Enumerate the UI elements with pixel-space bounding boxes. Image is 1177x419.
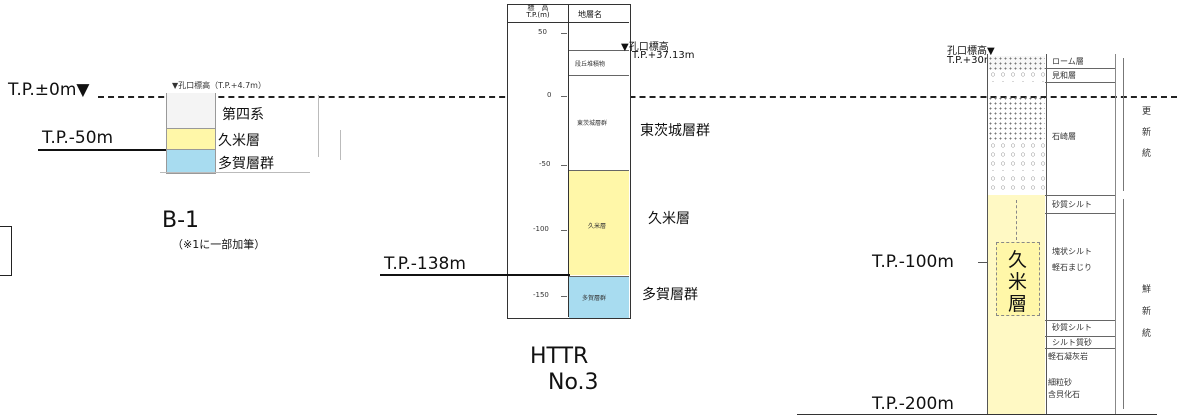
col3-kume-char-2: 米 (1008, 271, 1028, 293)
col3-layer-loam: ローム層 (1052, 57, 1084, 66)
col3-level-200: T.P.-200m (872, 394, 954, 414)
col3-epoch-2: 新 (1142, 128, 1152, 138)
b1-kume-layer (166, 128, 216, 150)
col3-boundary (1045, 195, 1115, 196)
col3-pleistocene-arrow (1123, 58, 1124, 191)
col3-boundary (1045, 213, 1115, 214)
b1-layer-taga: 多賀層群 (218, 156, 274, 172)
b1-axis-line (318, 95, 319, 157)
col3-collar-value: T.P.+30m (947, 55, 994, 66)
httr-taga-fill (569, 276, 629, 318)
col3-boundary (1045, 68, 1115, 69)
httr-tick-mark (561, 165, 567, 166)
b1-layer-quaternary: 第四系 (222, 107, 264, 123)
col3-layer-pumice-tuff: 軽石凝灰岩 (1048, 352, 1088, 361)
col3-center-line (1016, 200, 1017, 240)
col3-layer-sandysilt-2: 砂質シルト (1052, 323, 1092, 332)
b1-layer-kume: 久米層 (218, 133, 260, 149)
httr-divider (568, 4, 569, 317)
col3-layer-sandysilt-1: 砂質シルト (1052, 200, 1092, 209)
col3-epoch-6: 統 (1142, 329, 1152, 339)
col3-layer-pumice-mixed: 軽石まじり (1052, 263, 1092, 272)
col3-miwa-fill (988, 70, 1045, 82)
datum-label: T.P.±0m▼ (8, 80, 90, 100)
b1-taga-layer (166, 149, 216, 174)
httr-tick-mark (561, 33, 567, 34)
httr-inner-kume: 久米層 (588, 223, 607, 230)
col3-frame (987, 54, 1047, 414)
col3-layer-finesand: 細粒砂 (1048, 378, 1072, 387)
col3-layer-ishizaki: 石崎層 (1052, 132, 1076, 141)
datum-dashed-line (98, 96, 1177, 98)
httr-layer-kume: 久米層 (648, 211, 690, 227)
httr-boundary-kume-top (569, 170, 629, 171)
col3-ishizaki-fill (988, 96, 1045, 141)
b1-note: （※1に一部加筆） (172, 238, 266, 251)
httr-tick-minus50: -50 (539, 160, 551, 168)
col3-gravel-fill (988, 141, 1045, 171)
col3-layer-massive-silt: 塊状シルト (1052, 247, 1092, 256)
httr-header-elevation: 標 高 T.P.(m) (526, 4, 550, 19)
col3-loam-fill (988, 56, 1045, 70)
col3-epoch-4: 鮮 (1142, 285, 1152, 295)
httr-level-label: T.P.-138m (384, 254, 466, 274)
col3-layer-shellfossil: 含貝化石 (1048, 390, 1080, 399)
httr-inner-higashiibaraki: 東茨城層群 (577, 120, 608, 127)
b1-level-label: T.P.-50m (42, 128, 114, 148)
b1-quaternary-layer (166, 93, 216, 128)
b1-level-underline (38, 149, 166, 151)
httr-tick-minus150: -150 (533, 291, 549, 299)
httr-title-line2: No.3 (548, 370, 599, 395)
b1-collar-label: ▼孔口標高（T.P.+4.7m） (172, 81, 266, 90)
httr-boundary-terrace-base (569, 75, 629, 76)
col3-kume-char-3: 層 (1008, 293, 1028, 315)
col3-boundary (1045, 336, 1115, 337)
col3-level-100-tick (978, 262, 988, 263)
httr-title-line1: HTTR (530, 344, 589, 369)
b1-title: B-1 (162, 208, 200, 233)
httr-tick-mark (561, 230, 567, 231)
col3-boundary (1045, 82, 1115, 83)
col3-collar-label: 孔口標高▼ (947, 46, 995, 57)
httr-boundary-taga-top (569, 276, 629, 277)
httr-inner-taga: 多賀層群 (582, 295, 607, 302)
httr-tick-mark (561, 96, 567, 97)
col3-pliocene-arrow (1123, 199, 1124, 409)
httr-kume-fill (569, 170, 629, 275)
col3-layer-miwa: 見和層 (1052, 71, 1076, 80)
col3-epoch-1: 更 (1142, 107, 1152, 117)
httr-boundary-terrace-top (569, 50, 629, 51)
httr-header-line (507, 22, 629, 23)
httr-layer-higashiibaraki: 東茨城層群 (640, 123, 710, 139)
httr-header-name: 地層名 (578, 10, 602, 19)
b1-axis-line-2 (340, 130, 341, 160)
col3-boundary (1045, 348, 1115, 349)
col3-epoch-5: 新 (1142, 307, 1152, 317)
httr-tick-mark (561, 296, 567, 297)
col3-right-line (1115, 54, 1116, 414)
httr-tick-0: 0 (547, 91, 552, 99)
httr-collar-label: ▼孔口標高 (621, 42, 669, 53)
col3-boundary (1045, 320, 1115, 321)
b1-base-line (160, 172, 310, 173)
httr-level-line (380, 274, 570, 276)
httr-tick-50: 50 (538, 28, 547, 36)
httr-tick-minus100: -100 (533, 225, 549, 233)
col3-level-200-line (797, 414, 1157, 415)
col3-epoch-3: 統 (1142, 149, 1152, 159)
left-edge-frame (0, 226, 12, 276)
col3-level-100: T.P.-100m (872, 252, 954, 272)
col3-layer-siltysand: シルト質砂 (1052, 338, 1092, 347)
col3-gravel2-fill (988, 174, 1045, 194)
col3-kume-inner-box (996, 242, 1040, 316)
httr-layer-taga: 多賀層群 (642, 287, 698, 303)
httr-collar-value: T.P.+37.13m (632, 50, 695, 61)
httr-inner-terrace: 段丘堆積物 (575, 61, 606, 68)
col3-kume-char-1: 久 (1008, 249, 1028, 271)
